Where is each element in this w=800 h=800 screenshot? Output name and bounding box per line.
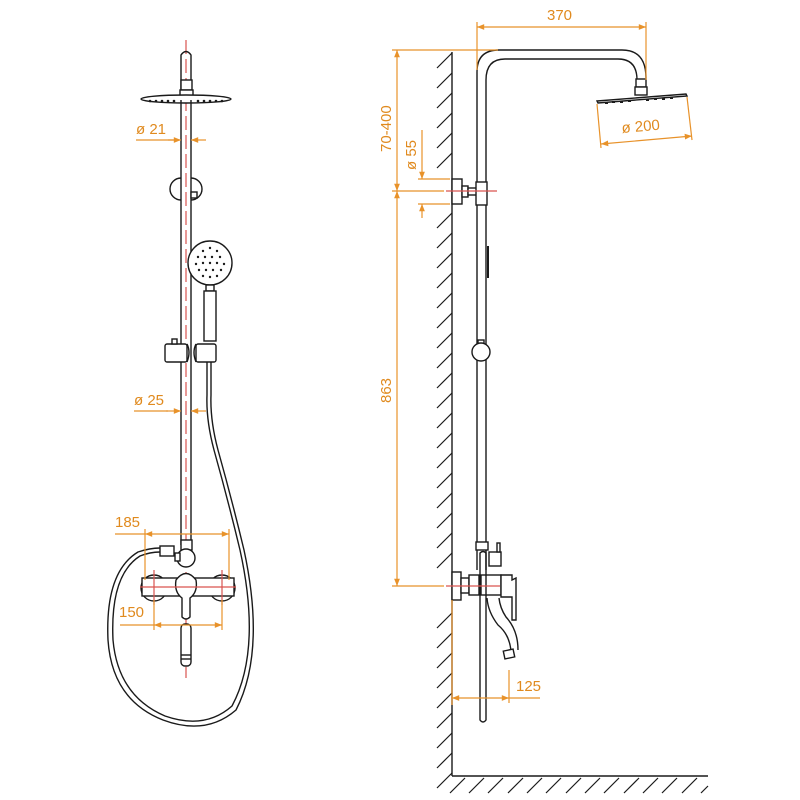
- dim-label-riser-height: 863: [378, 378, 395, 403]
- dim-riser-height: 863: [378, 191, 444, 587]
- dim-head-diameter: ø 200: [596, 96, 693, 149]
- mixer-side: [446, 541, 519, 723]
- riser-top-cap: [180, 50, 192, 90]
- slide-holder-front: [164, 338, 217, 363]
- riser-side: [476, 49, 648, 570]
- wall-bracket-side: [446, 178, 497, 206]
- dim-label-inlet-spacing: 150: [119, 604, 144, 621]
- side-view: 370 70-400 863 ø 55 ø 200: [378, 7, 709, 794]
- rain-head-side: [595, 93, 689, 104]
- slide-holder-side: [471, 339, 491, 362]
- dim-label-head-height: 70-400: [378, 105, 395, 152]
- front-view: ø 21 ø 25 185 150: [107, 40, 254, 727]
- dim-pipe-top: ø 21: [136, 121, 206, 143]
- dim-inlet-spacing: 150: [119, 600, 223, 630]
- dim-label-head-diameter: ø 200: [621, 117, 661, 137]
- dim-label-spout-projection: 125: [516, 678, 541, 695]
- dim-label-pipe-top: ø 21: [136, 121, 166, 138]
- hand-shower-front: [187, 240, 233, 342]
- dim-label-bracket-diameter: ø 55: [403, 140, 420, 170]
- dim-label-arm-reach: 370: [547, 7, 572, 24]
- slide-rail: [487, 246, 489, 278]
- dim-head-height: 70-400: [378, 49, 498, 192]
- rain-head-front: [140, 94, 232, 104]
- dim-label-pipe-bottom: ø 25: [134, 392, 164, 409]
- mixer-front: [140, 539, 236, 667]
- dim-spout-projection: 125: [451, 600, 541, 705]
- dim-bracket-diameter: ø 55: [403, 130, 450, 218]
- wall-bracket-front: [169, 177, 203, 201]
- head-connector: [180, 79, 193, 91]
- dim-arm-reach: 370: [476, 7, 647, 80]
- dim-mixer-width: 185: [115, 514, 230, 580]
- shower-hose: [107, 362, 254, 727]
- dim-pipe-bottom: ø 25: [134, 392, 206, 414]
- dim-label-mixer-width: 185: [115, 514, 140, 531]
